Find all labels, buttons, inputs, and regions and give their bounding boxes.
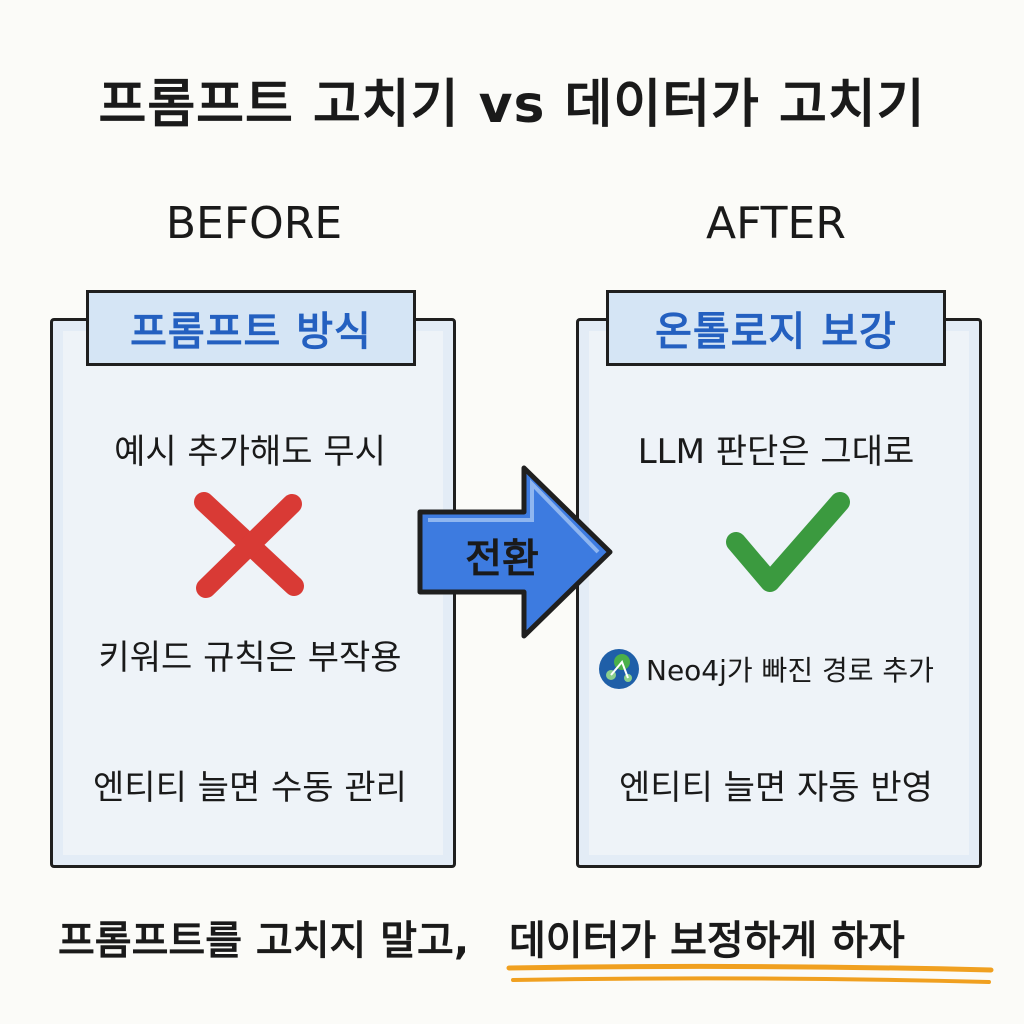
- before-item-3: 엔티티 늘면 수동 관리: [93, 768, 407, 808]
- transition-label: 전환: [465, 536, 539, 582]
- before-tab-label: 프롬프트 방식: [86, 290, 416, 366]
- after-panel: [576, 318, 982, 868]
- highlight-underline: [506, 963, 994, 984]
- before-item-1: 예시 추가해도 무시: [114, 432, 386, 472]
- bottom-message-part1: 프롬프트를 고치지 말고,: [58, 918, 470, 964]
- green-check-icon: [726, 492, 850, 592]
- red-x-icon: [194, 492, 304, 598]
- bottom-message-part2: 데이터가 보정하게 하자: [509, 918, 905, 964]
- neo4j-logo-icon: [599, 649, 639, 689]
- after-item-2: Neo4j가 빠진 경로 추가: [646, 654, 934, 687]
- after-heading: AFTER: [706, 198, 846, 249]
- before-panel: [50, 318, 456, 868]
- after-tab-label: 온톨로지 보강: [606, 290, 946, 366]
- after-item-1: LLM 판단은 그대로: [637, 432, 915, 472]
- before-item-2: 키워드 규칙은 부작용: [98, 638, 402, 678]
- before-heading: BEFORE: [165, 198, 343, 249]
- after-item-2-row: Neo4j가 빠진 경로 추가: [596, 646, 976, 692]
- after-item-3: 엔티티 늘면 자동 반영: [619, 768, 933, 808]
- right-arrow-icon: [417, 465, 613, 639]
- page-title: 프롬프트 고치기 vs 데이터가 고치기: [98, 75, 926, 135]
